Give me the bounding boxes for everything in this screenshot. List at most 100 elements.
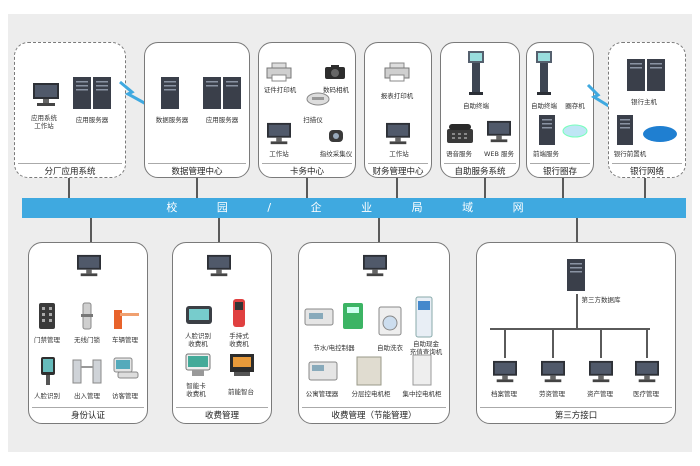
item-label: 劳资管理 xyxy=(539,390,565,398)
bank-terminal-icon xyxy=(643,126,677,142)
item-label: 银行前置机 xyxy=(613,150,647,158)
item-label: 证件打印机 xyxy=(263,86,297,94)
turnstile-icon xyxy=(72,359,102,384)
box-label: 卡务中心 xyxy=(289,167,324,177)
database-server-icon xyxy=(567,259,585,291)
kiosk-icon xyxy=(468,51,484,95)
face-recognition-icon xyxy=(41,357,55,385)
server-icon xyxy=(617,115,633,145)
item-label: 资产管理 xyxy=(587,390,613,398)
box-card-service-center xyxy=(258,42,356,178)
desktop-computer-icon xyxy=(386,122,410,145)
desktop-computer-icon xyxy=(589,360,613,383)
desktop-computer-icon xyxy=(33,83,59,106)
item-label: 门禁管理 xyxy=(34,336,60,344)
item-label: 手持式 收费机 xyxy=(229,332,249,348)
item-label: 人脸识别 收费机 xyxy=(185,332,211,348)
box-separator xyxy=(530,163,590,164)
item-label: 工作站 xyxy=(389,150,409,158)
power-controller-icon xyxy=(343,303,363,329)
card-terminal-icon xyxy=(185,353,211,376)
item-label: 应用系统 工作站 xyxy=(31,114,57,130)
washing-machine-icon xyxy=(378,306,402,336)
item-label: 公寓管理器 xyxy=(305,390,339,398)
item-label: 自助现金 充值查询机 xyxy=(409,340,443,356)
connector-line xyxy=(396,176,398,198)
connector-line xyxy=(68,176,70,198)
box-label: 收费管理 xyxy=(204,411,239,421)
connector-line xyxy=(484,176,486,198)
box-label: 分厂应用系统 xyxy=(44,167,96,177)
item-label: 自助终端 xyxy=(531,102,557,110)
printer-icon xyxy=(384,62,410,82)
item-label: 智能卡 收费机 xyxy=(186,382,206,398)
wireless-link-icon xyxy=(586,83,613,110)
pos-terminal-icon xyxy=(186,306,212,324)
connector-line xyxy=(576,218,578,242)
box-label: 银行网络 xyxy=(629,167,664,177)
box-branch-app-system xyxy=(14,42,126,178)
item-label: 数码相机 xyxy=(323,86,349,94)
item-label: 前能智台 xyxy=(228,388,254,396)
box-data-management-center xyxy=(144,42,250,178)
connector-line xyxy=(306,176,308,198)
desktop-computer-icon xyxy=(77,254,101,277)
apartment-meter-icon xyxy=(308,361,338,381)
box-label: 财务管理中心 xyxy=(372,167,424,177)
box-separator xyxy=(148,163,246,164)
desktop-computer-icon xyxy=(267,122,291,145)
box-label: 身份认证 xyxy=(70,411,105,421)
connector-line xyxy=(218,218,220,242)
central-power-cabinet-icon xyxy=(412,354,432,386)
box-separator xyxy=(444,163,516,164)
box-separator xyxy=(32,407,144,408)
server-icon xyxy=(203,77,241,109)
desktop-computer-icon xyxy=(635,360,659,383)
item-label: WEB 服务 xyxy=(483,150,515,158)
item-label: 节水/电控制器 xyxy=(313,344,355,352)
access-keypad-icon xyxy=(39,303,55,329)
server-icon xyxy=(161,77,179,109)
card-reader-icon xyxy=(562,124,588,138)
box-separator xyxy=(302,407,446,408)
desktop-computer-icon xyxy=(541,360,565,383)
item-label: 无线门锁 xyxy=(74,336,100,344)
box-separator xyxy=(262,163,352,164)
item-label: 集中控电机柜 xyxy=(402,390,442,398)
desktop-computer-icon xyxy=(363,254,387,277)
desktop-computer-icon xyxy=(493,360,517,383)
item-label: 银行主机 xyxy=(631,98,657,106)
camera-icon xyxy=(325,65,345,79)
connector-line xyxy=(646,328,648,358)
server-icon xyxy=(73,77,111,109)
item-label: 医疗管理 xyxy=(633,390,659,398)
item-label: 访客管理 xyxy=(112,392,138,400)
item-label: 应用服务器 xyxy=(205,116,239,124)
item-label: 数据服务器 xyxy=(155,116,189,124)
item-label: 自助洗衣 xyxy=(377,344,403,352)
handheld-terminal-icon xyxy=(233,299,245,327)
box-label: 银行圈存 xyxy=(542,167,577,177)
lan-label: 校 园 / 企 业 局 域 网 xyxy=(166,201,542,214)
connector-line xyxy=(490,328,650,330)
kiosk-icon xyxy=(536,51,552,95)
telephone-icon xyxy=(447,124,473,143)
item-label: 圈存机 xyxy=(565,102,585,110)
wireless-link-icon xyxy=(119,80,149,107)
item-label: 出入管理 xyxy=(74,392,100,400)
item-label: 车辆管理 xyxy=(112,336,138,344)
item-label: 工作站 xyxy=(269,150,289,158)
connector-line xyxy=(378,218,380,242)
box-separator xyxy=(176,407,268,408)
floor-power-cabinet-icon xyxy=(356,356,382,386)
item-label: 人脸识别 xyxy=(34,392,60,400)
box-label: 收费管理（节能管理） xyxy=(331,411,417,421)
connector-line xyxy=(562,176,564,198)
box-label: 自助服务系统 xyxy=(454,167,506,177)
desktop-computer-icon xyxy=(487,120,511,143)
printer-icon xyxy=(266,62,292,82)
water-controller-icon xyxy=(304,308,334,326)
connector-line xyxy=(90,218,92,242)
connector-line xyxy=(644,176,646,198)
door-lock-icon xyxy=(81,302,93,330)
